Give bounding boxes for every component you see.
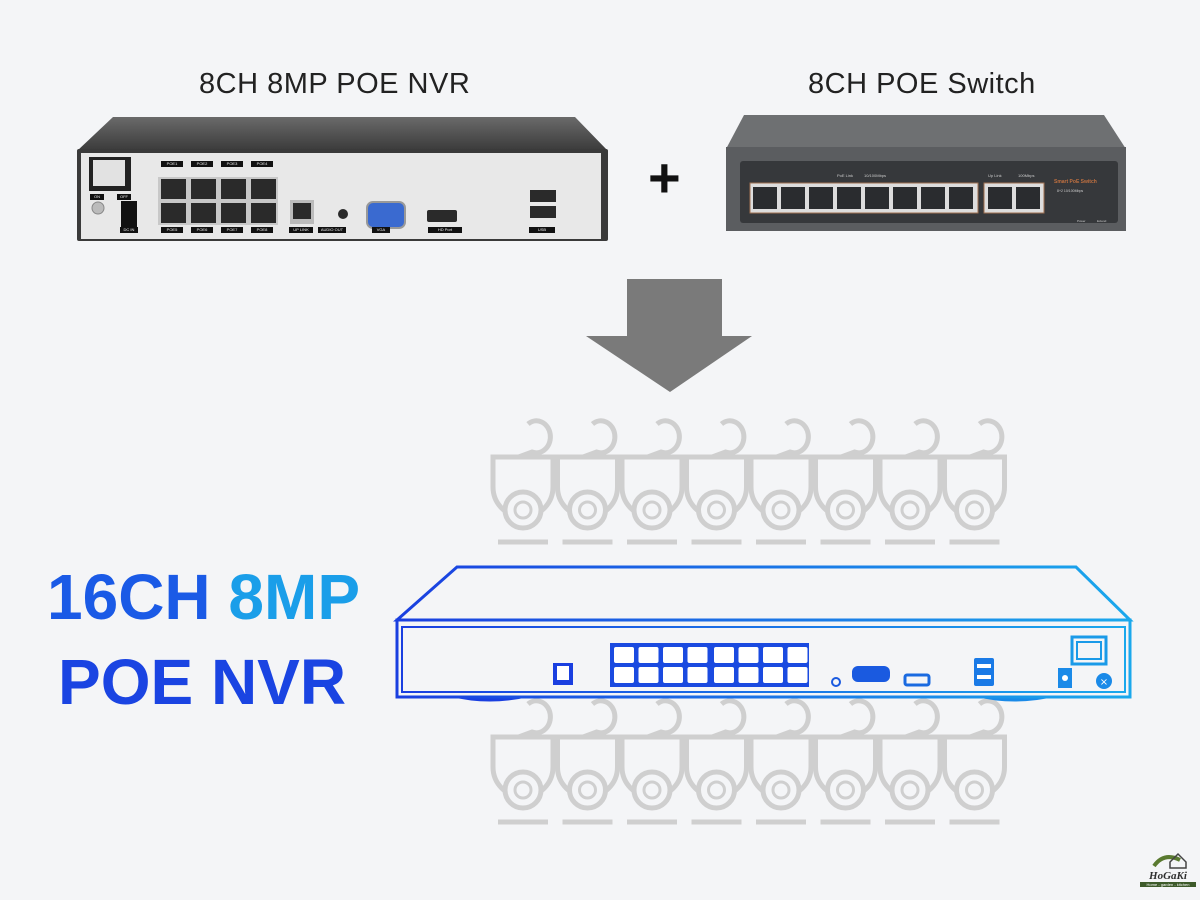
switch-product-image: PoE Link 10/100Mbps Up Link 100Mbps Smar… — [722, 113, 1128, 233]
poe-port-icon — [714, 647, 734, 663]
poe-link-label: PoE Link — [837, 173, 854, 178]
poe3-label: POE3 — [221, 161, 243, 167]
poe-port-icon — [738, 667, 759, 683]
off-label: OFF — [117, 194, 131, 200]
switch-brand: Smart PoE Switch — [1054, 179, 1097, 185]
switch-port-icon — [1016, 187, 1040, 209]
logo-tagline: Home - garden - kitchen — [1140, 882, 1196, 887]
hd-port-label: HD Port — [428, 227, 462, 233]
on-label: ON — [90, 194, 104, 200]
switch-port-icon — [893, 187, 917, 209]
usb-label: USB — [529, 227, 555, 233]
poe-port-icon — [687, 647, 708, 663]
switch-port-icon — [809, 187, 833, 209]
poe5-label: POE5 — [161, 227, 183, 233]
poe-port-icon — [787, 647, 808, 663]
switch-port-icon — [988, 187, 1012, 209]
uplink-label: Up Link — [988, 173, 1002, 178]
switch-port-icon — [921, 187, 945, 209]
poe-port-icon — [663, 667, 683, 683]
nvr-product-image: ON OFF POE1 POE2 POE3 POE4 POE5 POE6 POE… — [75, 115, 610, 243]
power-label: Power — [1077, 219, 1086, 223]
headline-line2: POE NVR — [58, 646, 347, 718]
poe-port-icon — [763, 667, 783, 683]
poe-port-icon — [663, 647, 683, 663]
up-link-label: UP LINK — [289, 227, 313, 233]
poe1-label: POE1 — [161, 161, 183, 167]
poe-port-icon — [614, 647, 634, 663]
headline-16ch: 16CH — [47, 561, 211, 633]
switch-title: 8CH POE Switch — [808, 68, 1036, 100]
audio-out-label: AUDIO OUT — [318, 227, 346, 233]
poe-port-icon — [638, 647, 659, 663]
poe-port-icon — [738, 647, 759, 663]
uplink-speed-label: 100Mbps — [1018, 173, 1035, 178]
dc-in-label: DC IN — [120, 227, 138, 233]
poe2-label: POE2 — [191, 161, 213, 167]
switch-sub: 8+2 10/100Mbps — [1057, 189, 1084, 193]
poe8-label: POE8 — [251, 227, 273, 233]
poe-port-icon — [763, 647, 783, 663]
vga-label: VGA — [372, 227, 390, 233]
hogaki-logo: HoGaKi Home - garden - kitchen — [1140, 848, 1196, 887]
switch-port-icon — [781, 187, 805, 209]
poe-port-icon — [787, 667, 808, 683]
house-leaf-icon — [1152, 852, 1187, 869]
headline-8mp: 8MP — [228, 561, 360, 633]
headline-line1: 16CH 8MP — [47, 565, 360, 629]
switch-port-icon — [837, 187, 861, 209]
plus-sign: + — [648, 146, 681, 209]
poe-port-icon — [638, 667, 659, 683]
poe7-label: POE7 — [221, 227, 243, 233]
switch-port-icon — [865, 187, 889, 209]
logo-name: HoGaKi — [1149, 870, 1187, 882]
switch-port-icon — [949, 187, 973, 209]
svg-text:×: × — [1100, 677, 1108, 688]
nvr-title: 8CH 8MP POE NVR — [199, 68, 471, 100]
switch-port-icon — [753, 187, 777, 209]
speed-label: 10/100Mbps — [864, 173, 887, 178]
poe6-label: POE6 — [191, 227, 213, 233]
poe-port-icon — [687, 667, 708, 683]
poe4-label: POE4 — [251, 161, 273, 167]
poe-port-icon — [714, 667, 734, 683]
extend-label: Extend — [1097, 219, 1107, 223]
poe-port-icon — [614, 667, 634, 683]
